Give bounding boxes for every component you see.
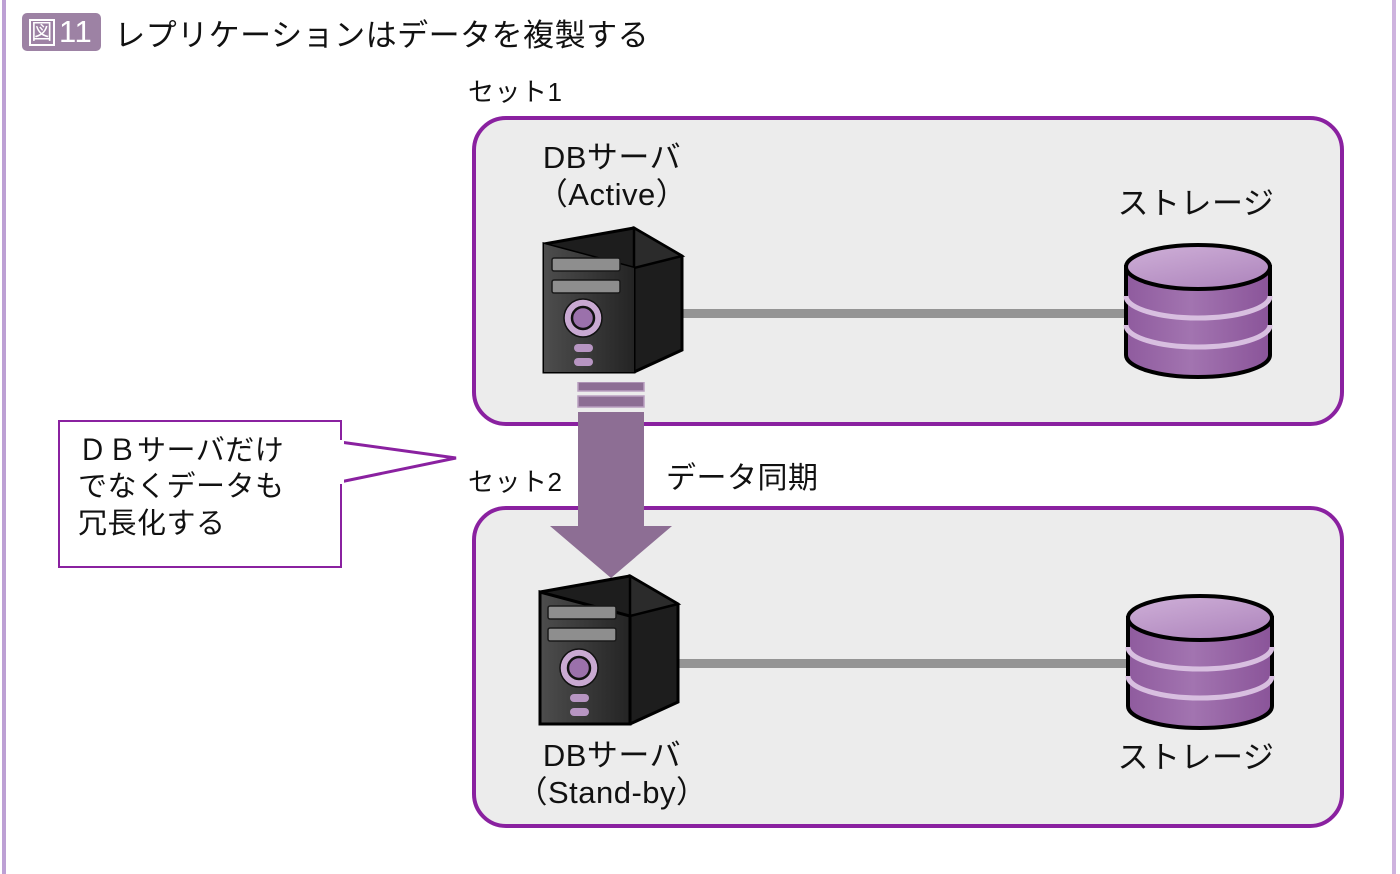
server-storage-connector-2 [664,659,1142,668]
db-server-active-label-line2: （Active） [536,176,688,212]
set-label-2: セット2 [468,462,568,499]
figure-number-badge: 図 11 [22,13,102,51]
data-sync-label: データ同期 [660,452,825,499]
figure-title-row: 図 11 レプリケーションはデータを複製する [22,10,649,54]
db-server-standby-label-line2: （Stand-by） [516,774,708,810]
callout-text: ＤＢサーバだけ でなくデータも 冗長化する [78,435,285,540]
db-server-standby-label-line1: DBサーバ [542,738,682,773]
callout-box: ＤＢサーバだけ でなくデータも 冗長化する [58,420,342,568]
server-tower-icon [534,570,684,734]
server-storage-connector-1 [664,309,1164,318]
storage-2-label: ストレージ [1117,740,1275,775]
page-left-rule [2,0,6,874]
db-server-standby-label: DBサーバ （Stand-by） [516,738,707,811]
server-tower-icon [538,222,688,382]
db-server-active-label-line1: DBサーバ [542,140,682,175]
db-server-active-label: DBサーバ （Active） [537,140,687,213]
callout-pointer [336,432,462,498]
figure-badge-kanji: 図 [29,18,55,46]
storage-cylinder-icon [1120,243,1276,379]
storage-cylinder-icon [1122,594,1278,730]
page-right-rule [1392,0,1396,874]
set-label-1: セット1 [468,72,563,109]
data-sync-arrow-icon [548,381,678,578]
figure-title-text: レプリケーションはデータを複製する [114,17,650,53]
storage-1-label: ストレージ [1117,186,1275,221]
figure-badge-number: 11 [59,13,93,49]
